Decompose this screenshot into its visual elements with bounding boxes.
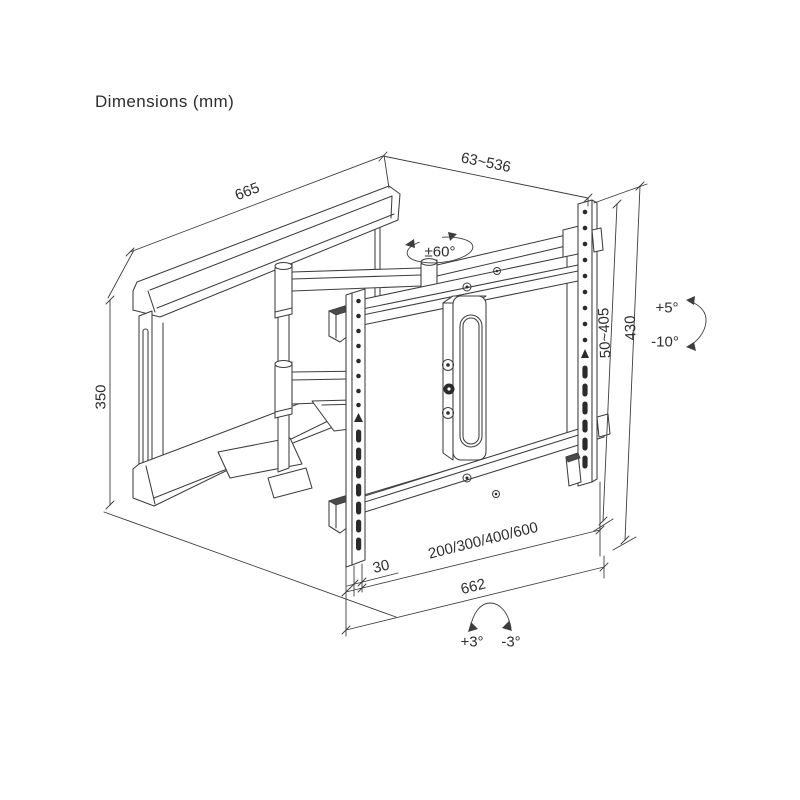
- tv-bracket-plate: [328, 199, 611, 568]
- label-tilt-up: +5°: [655, 299, 678, 316]
- dimension-extension-range: 63~536: [382, 149, 593, 207]
- label-tilt-down: -10°: [651, 333, 679, 350]
- swivel-arrow-right-icon: [448, 232, 457, 241]
- label-vesa-vertical-range: 50~405: [595, 307, 614, 358]
- dimension-bracket-height: 430: [612, 181, 645, 551]
- label-level-plus: +3°: [460, 633, 483, 650]
- label-crossbar-width: 662: [459, 575, 487, 598]
- dimension-vesa-vertical-range: 50~405: [593, 183, 648, 532]
- dimension-wall-plate-height: 350: [92, 295, 397, 618]
- vesa-rail-right: [565, 199, 604, 487]
- label-bracket-height: 430: [622, 315, 640, 341]
- label-level-minus: -3°: [501, 633, 520, 650]
- page-title: Dimensions (mm): [95, 92, 234, 111]
- tilt-annotation: +5° -10°: [651, 296, 707, 351]
- label-extension-range: 63~536: [459, 149, 512, 176]
- level-arrow-right-icon: [502, 621, 512, 631]
- label-vesa-widths: 200/300/400/600: [426, 519, 539, 563]
- level-adjust-annotation: +3° -3°: [460, 602, 521, 650]
- label-swivel-range: ±60°: [425, 243, 456, 260]
- label-rail-width: 30: [371, 556, 391, 577]
- wall-plate: [132, 185, 401, 507]
- swivel-arrow-left-icon: [405, 239, 415, 248]
- arm-upper-link: [291, 267, 422, 292]
- label-wall-plate-height: 350: [92, 384, 109, 409]
- label-wall-plate-width: 665: [233, 179, 262, 204]
- center-bracket: [442, 295, 487, 461]
- vesa-rail-left: [345, 288, 366, 568]
- level-arrow-left-icon: [468, 622, 478, 632]
- tilt-arrow-up-icon: [686, 296, 695, 305]
- tilt-arrow-down-icon: [686, 342, 696, 351]
- swivel-annotation: ±60°: [405, 230, 474, 264]
